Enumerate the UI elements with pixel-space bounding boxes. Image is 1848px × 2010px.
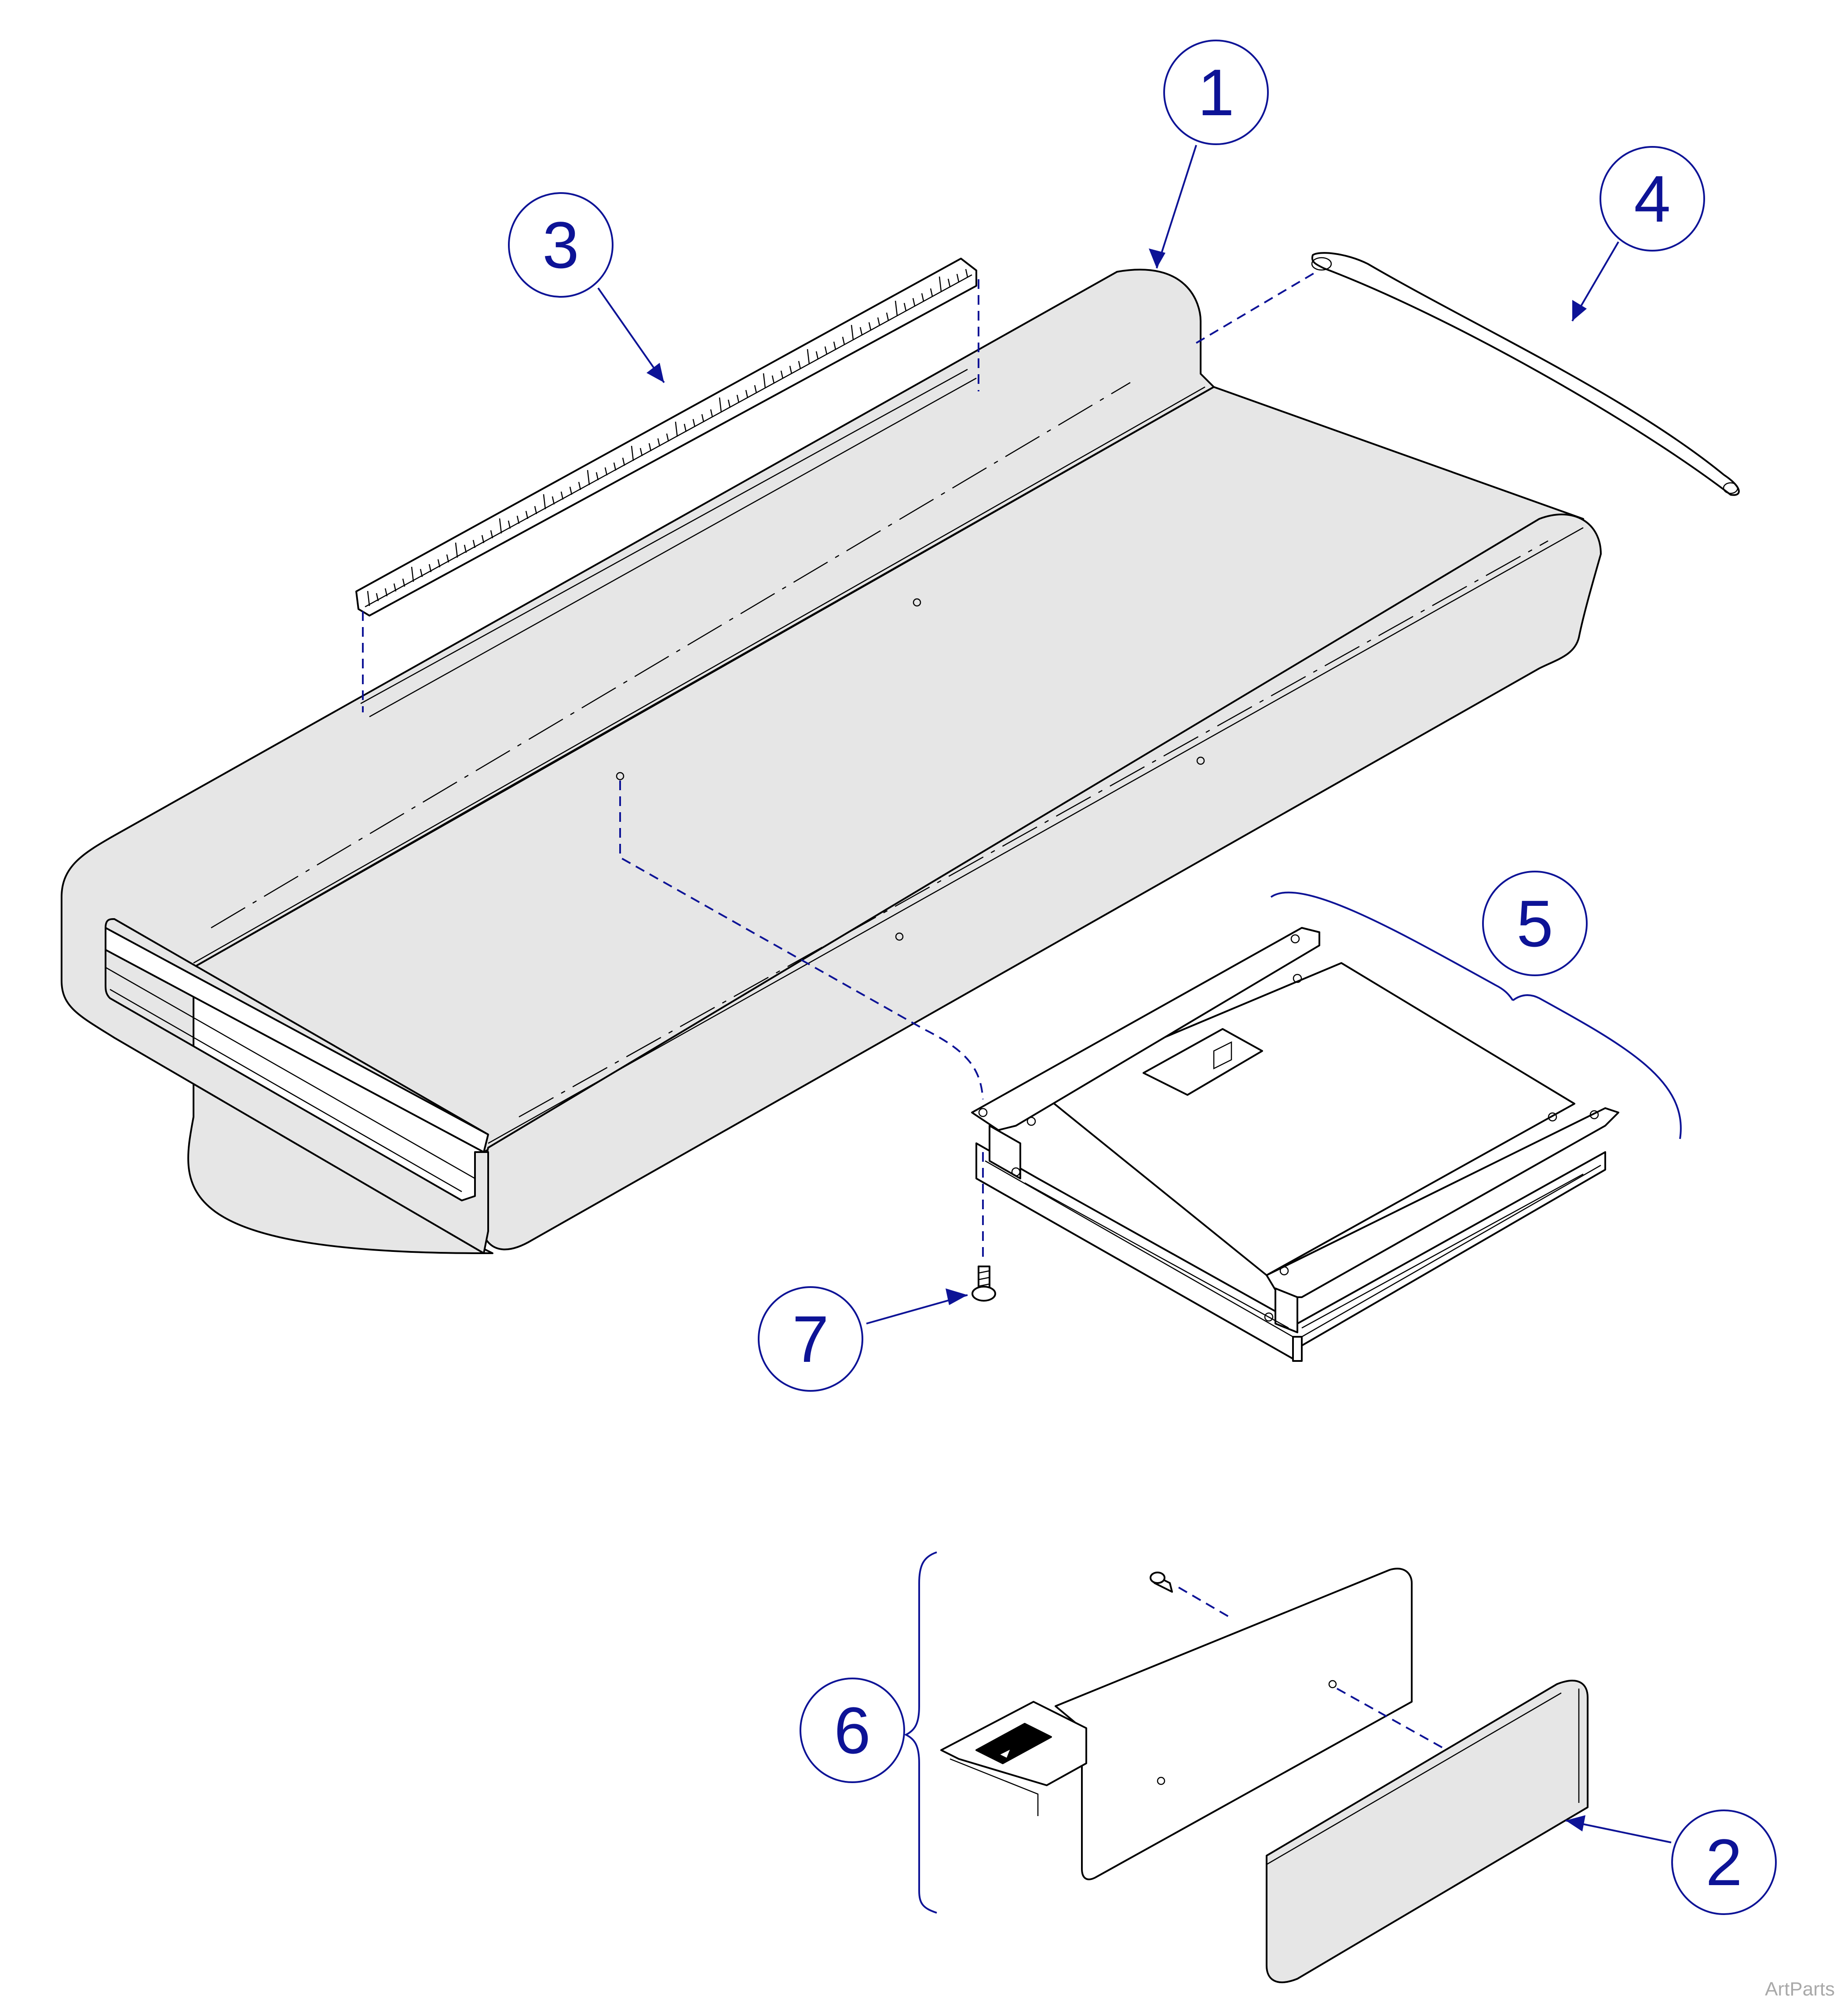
- callout-2-label: 2: [1706, 1825, 1742, 1899]
- ruler-tick: [771, 375, 775, 384]
- ruler-tick: [921, 293, 924, 302]
- ruler-tick: [420, 569, 423, 577]
- ruler-tick: [736, 394, 740, 403]
- ruler-part: [355, 258, 979, 718]
- callout-1: 1: [1163, 40, 1269, 145]
- callout-3: 3: [508, 192, 614, 298]
- ruler-tick: [947, 278, 951, 287]
- ruler-tick: [446, 554, 449, 563]
- ruler-tick: [481, 535, 485, 544]
- ruler-tick: [560, 491, 564, 500]
- ruler-tick: [648, 443, 652, 452]
- ruler-tick: [393, 583, 397, 592]
- ruler-tick: [367, 591, 370, 606]
- ruler-tick: [675, 421, 678, 437]
- ruler-tick: [683, 423, 687, 432]
- ruler-tick: [551, 496, 555, 505]
- ruler-tick: [789, 365, 793, 374]
- ruler-tick: [719, 397, 722, 413]
- ruler-tick: [842, 336, 845, 345]
- ruler-tick: [604, 467, 608, 476]
- ruler-tick: [851, 325, 854, 340]
- ruler-tick: [956, 274, 960, 282]
- ruler-tick: [727, 399, 731, 408]
- callout-7: 7: [758, 1286, 863, 1392]
- callout-leaders: [597, 145, 1682, 1914]
- ruler-tick: [859, 327, 863, 336]
- callout-1-label: 1: [1198, 55, 1234, 129]
- watermark: ArtParts: [1765, 1978, 1835, 2000]
- ruler-tick: [376, 593, 379, 602]
- ruler-tick: [965, 269, 968, 277]
- ruler-tick: [384, 588, 388, 597]
- callout-3-label: 3: [542, 208, 579, 282]
- ruler-tick: [657, 438, 661, 447]
- ruler-tick: [930, 288, 933, 297]
- ruler-tick: [516, 515, 520, 524]
- ruler-tick: [622, 457, 625, 466]
- callout-7-label: 7: [792, 1302, 829, 1376]
- callout-5: 5: [1482, 871, 1588, 976]
- ruler-ticks: [367, 269, 968, 606]
- ruler-tick: [490, 530, 493, 539]
- ruler-tick: [508, 520, 511, 529]
- callout-6: 6: [800, 1678, 905, 1783]
- callout-6-label: 6: [834, 1693, 870, 1767]
- ruler-tick: [886, 312, 889, 321]
- ruler-tick: [868, 322, 872, 331]
- ruler-tick: [464, 544, 467, 553]
- ruler-tick: [780, 370, 784, 379]
- ruler-tick: [763, 373, 766, 389]
- ruler-tick: [692, 419, 696, 427]
- callout-4: 4: [1600, 146, 1705, 252]
- screw-part: [971, 1266, 996, 1302]
- ruler-tick: [402, 578, 405, 587]
- ruler-tick: [833, 341, 836, 350]
- ruler-tick: [472, 540, 476, 548]
- ruler-tick: [939, 276, 942, 292]
- pad-part: [1266, 1679, 1589, 1984]
- ruler-tick: [543, 494, 546, 510]
- callout-2: 2: [1671, 1809, 1777, 1915]
- ruler-tick: [903, 303, 907, 311]
- handle-tube-part: [1195, 252, 1740, 496]
- footboard-part: [940, 1568, 1447, 1880]
- ruler-tick: [587, 470, 590, 485]
- ruler-tick: [639, 448, 643, 456]
- callout-5-label: 5: [1516, 886, 1553, 960]
- ruler-tick: [912, 298, 916, 306]
- ruler-tick: [631, 445, 634, 461]
- scale-frame-part: [619, 781, 1619, 1362]
- ruler-tick: [754, 385, 757, 394]
- ruler-tick: [499, 518, 502, 534]
- ruler-tick: [745, 390, 749, 398]
- ruler-tick: [534, 506, 537, 514]
- ruler-tick: [613, 462, 617, 471]
- ruler-tick: [807, 349, 810, 365]
- ruler-tick: [798, 361, 801, 369]
- ruler-tick: [595, 472, 599, 481]
- ruler-tick: [824, 346, 828, 355]
- ruler-tick: [428, 564, 432, 573]
- ruler-tick: [437, 559, 441, 568]
- callout-4-label: 4: [1634, 162, 1670, 236]
- ruler-tick: [578, 482, 581, 490]
- ruler-tick: [877, 317, 880, 326]
- ruler-tick: [411, 566, 414, 582]
- ruler-tick: [815, 351, 819, 360]
- ruler-tick: [895, 300, 898, 316]
- ruler-tick: [569, 486, 573, 495]
- tray-part: [61, 269, 1602, 1254]
- ruler-tick: [455, 542, 458, 558]
- ruler-tick: [666, 433, 669, 442]
- ruler-tick: [701, 414, 705, 423]
- ruler-tick: [525, 511, 529, 519]
- ruler-tick: [710, 409, 713, 418]
